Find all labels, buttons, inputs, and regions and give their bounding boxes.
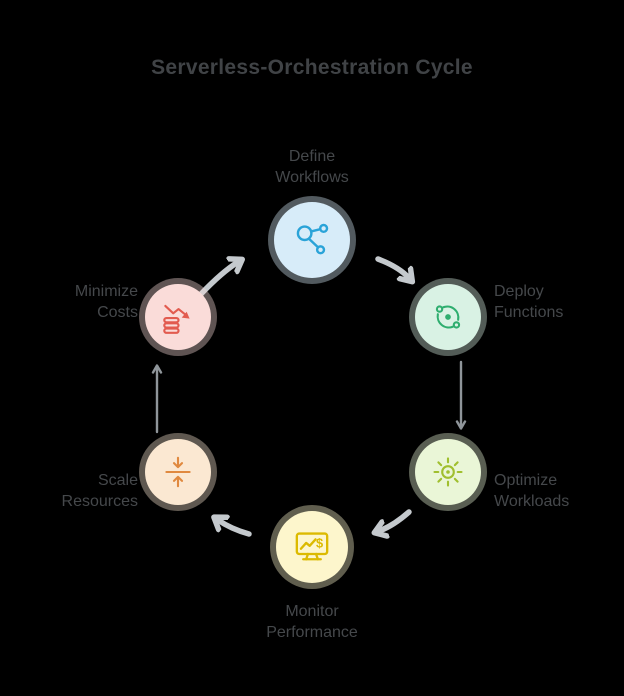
node-define-workflows (274, 202, 350, 278)
node-minimize-costs (145, 284, 211, 350)
node-scale-resources (145, 439, 211, 505)
arrow-optimize-to-monitor (379, 509, 412, 531)
label-minimize-costs: Minimize Costs (74, 283, 138, 321)
sync-cycle-icon (435, 305, 461, 329)
arrow-define-to-deploy (375, 256, 409, 278)
svg-text:$: $ (316, 536, 323, 551)
diagram-title: Serverless-Orchestration Cycle (151, 56, 473, 79)
node-optimize-workloads (415, 439, 481, 505)
label-monitor-performance: Monitor Performance (266, 603, 358, 641)
node-monitor-performance: $ (276, 511, 348, 583)
label-optimize-workloads: Optimize Workloads (494, 472, 570, 510)
label-deploy-functions: Deploy Functions (494, 283, 564, 321)
compress-arrows-icon (165, 456, 191, 488)
monitor-chart-dollar-icon: $ (295, 532, 329, 561)
node-deploy-functions (415, 284, 481, 350)
label-define-workflows: Define Workflows (275, 148, 349, 186)
arrow-monitor-to-scale (218, 520, 252, 537)
share-network-icon (296, 223, 329, 255)
arrow-minimize-to-define (198, 262, 238, 297)
sun-rays-icon (433, 457, 463, 487)
label-scale-resources: Scale Resources (61, 472, 138, 510)
declining-chart-coins-icon (163, 304, 190, 334)
